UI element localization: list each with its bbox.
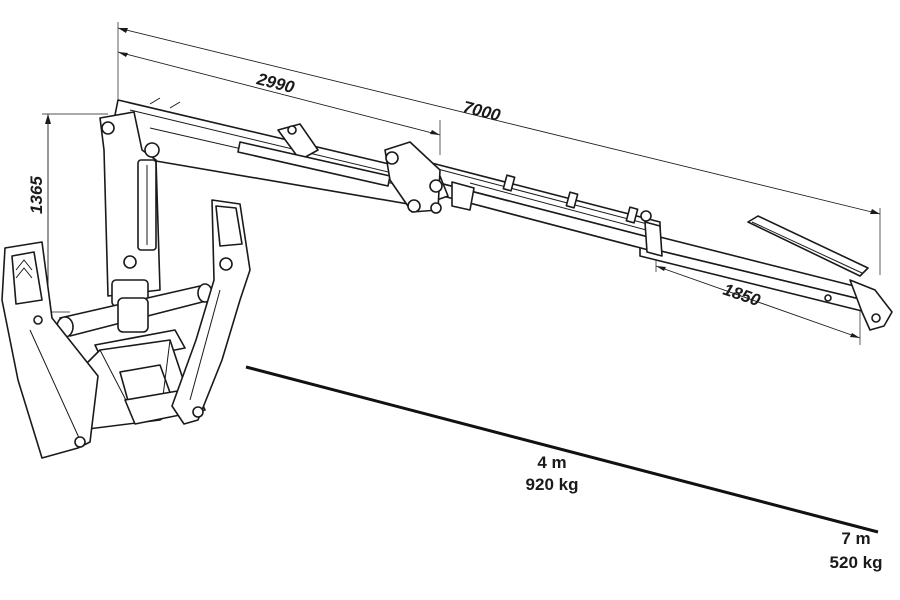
left-stabilizer — [1, 241, 99, 459]
capacity-far-distance: 7 m — [841, 529, 870, 548]
right-stabilizer — [171, 199, 251, 425]
dimension-7000 — [117, 22, 881, 275]
telescopic-boom — [419, 159, 893, 331]
dimension-1850 — [655, 250, 861, 345]
label-2990: 2990 — [254, 69, 297, 97]
dimension-1365 — [42, 113, 108, 313]
label-7000: 7000 — [461, 97, 503, 125]
capacity-near-load: 920 kg — [526, 475, 579, 494]
reach-line — [245, 365, 879, 534]
label-1365: 1365 — [27, 176, 46, 214]
dimension-2990 — [117, 51, 441, 155]
capacity-near-distance: 4 m — [537, 453, 566, 472]
main-arm — [111, 97, 475, 214]
crane-base — [56, 283, 213, 431]
capacity-far-load: 520 kg — [830, 553, 883, 572]
